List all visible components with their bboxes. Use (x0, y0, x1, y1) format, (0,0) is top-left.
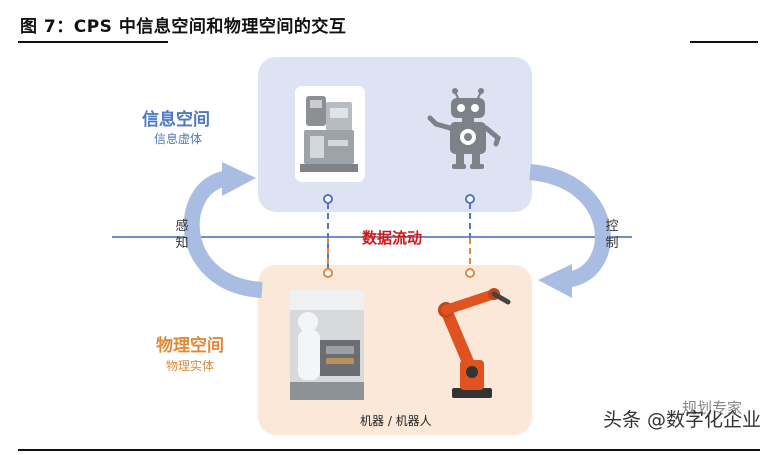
physical-space-subtitle: 物理实体 (166, 359, 215, 373)
control-arrow (529, 164, 611, 298)
robot-icon (427, 88, 501, 169)
data-flow-label: 数据流动 (362, 229, 423, 247)
space-divider-line (112, 236, 632, 238)
title-rule-left (18, 41, 168, 43)
right-connector (465, 194, 475, 278)
factory-worker-photo (290, 290, 364, 400)
cyber-space-title: 信息空间 (142, 110, 210, 130)
machine-robot-caption: 机器 / 机器人 (360, 414, 432, 428)
cyber-space-subtitle: 信息虚体 (154, 132, 203, 146)
industrial-robot-arm-icon (438, 288, 511, 398)
bottom-rule (18, 449, 760, 451)
sense-label: 感知 (175, 219, 189, 251)
control-label: 控制 (605, 219, 619, 251)
watermark: 头条 @数字化企业 (603, 405, 761, 432)
watermark-subtext: 规划专家 (682, 399, 743, 417)
sense-arrow (183, 162, 263, 298)
left-connector (323, 194, 333, 278)
title-rule-right (690, 41, 758, 43)
watermark-text: 头条 @数字化企业 (603, 409, 762, 431)
physical-space-title: 物理空间 (156, 336, 224, 356)
figure-title: 图 7：CPS 中信息空间和物理空间的交互 (20, 17, 347, 37)
digital-machine-icon (295, 86, 365, 182)
